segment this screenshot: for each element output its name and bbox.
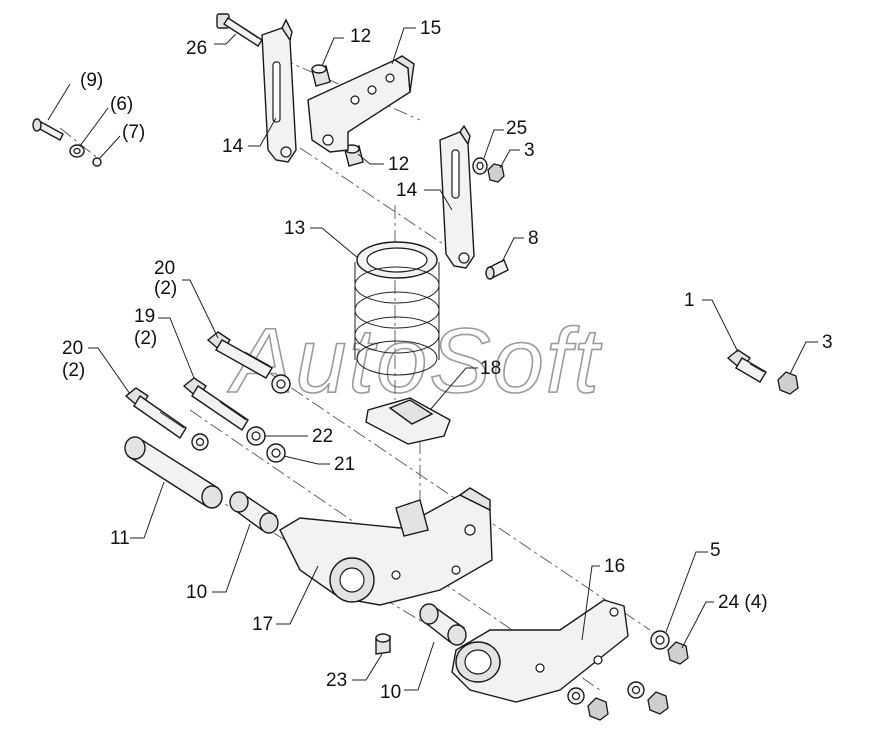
bolt-19 (182, 377, 249, 431)
callout-15: 15 (420, 18, 441, 39)
pin-23 (375, 633, 391, 655)
bolt-20-upper (206, 331, 273, 379)
plate-16 (451, 599, 629, 703)
washer-bolt-20-lower (191, 433, 209, 451)
callout-20-lower: 20 (62, 338, 83, 359)
callout-1: 1 (684, 290, 695, 311)
washer-21 (266, 443, 286, 463)
callout-5: 5 (710, 540, 721, 561)
callout-12-top: 12 (350, 26, 371, 47)
clip-7 (92, 157, 102, 167)
washer-6 (69, 144, 85, 158)
callout-3-right: 3 (822, 332, 833, 353)
callout-12-bottom: 12 (388, 154, 409, 175)
washer-bottom-right (627, 681, 645, 699)
callout-7: (7) (122, 122, 145, 143)
seat-18 (365, 397, 451, 445)
pin-8 (485, 259, 509, 280)
leader-lines (47, 27, 818, 691)
link-14-right (439, 124, 475, 269)
bolt-20-lower (124, 387, 187, 440)
tube-11 (124, 436, 223, 509)
bracket-15 (307, 55, 415, 153)
callout-18: 18 (480, 358, 501, 379)
callout-20-upper-qty: (2) (154, 278, 177, 299)
spring-13 (354, 241, 440, 376)
watermark-text: AutoSoft (227, 310, 602, 412)
callout-20-upper: 20 (154, 258, 175, 279)
bolt-1 (726, 349, 767, 383)
callout-11: 11 (110, 528, 130, 549)
bushing-10-upper (229, 491, 279, 534)
callout-25: 25 (506, 118, 527, 139)
callout-14-left: 14 (222, 136, 244, 157)
callout-19: 19 (134, 306, 155, 327)
callout-16: 16 (604, 556, 625, 577)
bushing-10-lower (419, 603, 467, 646)
callout-6: (6) (110, 94, 133, 115)
callout-22: 22 (312, 426, 333, 447)
nut-3-upper (487, 163, 505, 183)
nut-24-bottom-left (587, 697, 609, 721)
bushing-12-upper (311, 64, 331, 87)
callout-19-qty: (2) (134, 328, 157, 349)
callout-21: 21 (334, 454, 355, 475)
washer-25 (472, 157, 488, 175)
nut-24-bottom-right (647, 691, 669, 715)
callout-20-lower-qty: (2) (62, 360, 85, 381)
callout-17: 17 (252, 614, 273, 635)
washer-bottom-left (567, 687, 585, 705)
nut-24-right (667, 641, 689, 665)
callout-13: 13 (284, 218, 305, 239)
pin-9 (32, 118, 64, 141)
link-14-left (261, 18, 297, 163)
callout-26: 26 (186, 38, 207, 59)
callout-labels: (9) (6) (7) 26 12 15 14 12 25 3 14 13 8 … (62, 18, 833, 703)
callout-14-right: 14 (396, 180, 418, 201)
nut-3-right (777, 371, 799, 395)
callout-23: 23 (326, 670, 347, 691)
bolt-26 (216, 13, 263, 47)
washer-22 (246, 426, 266, 446)
callout-10-lower: 10 (380, 682, 401, 703)
callout-9: (9) (80, 70, 103, 91)
washer-5 (650, 630, 670, 650)
callout-3-top: 3 (524, 140, 535, 161)
arm-17 (279, 487, 493, 606)
washer-upper-bolt (271, 374, 291, 394)
callout-8: 8 (528, 228, 539, 249)
callout-24: 24 (4) (718, 592, 768, 613)
callout-10-upper: 10 (186, 582, 207, 603)
